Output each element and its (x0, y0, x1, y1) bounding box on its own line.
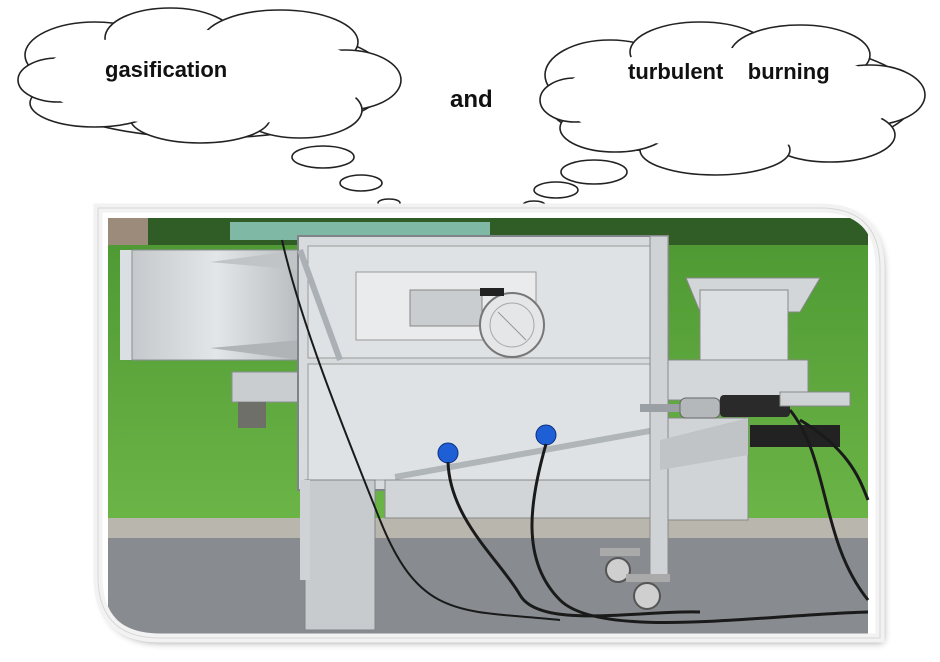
blue-knob-icon (437, 442, 459, 464)
bubble-left-1 (291, 145, 355, 169)
blower-fan-icon (479, 292, 545, 358)
bubble-left-2 (339, 174, 383, 192)
bubble-right-2 (533, 181, 579, 199)
caster-wheel-icon (600, 548, 640, 583)
cloud-right-shape (539, 21, 926, 176)
caster-wheel-icon (626, 574, 670, 610)
blower-housing (409, 289, 483, 327)
cloud-left-shape (17, 7, 402, 144)
thought-left-text: gasification (105, 57, 228, 82)
bubble-right-1 (560, 159, 628, 185)
blue-knob-icon (535, 424, 557, 446)
hopper-icon (699, 289, 789, 371)
thought-right-text: turbulent burning (628, 59, 830, 84)
connector-text: and (450, 86, 493, 113)
